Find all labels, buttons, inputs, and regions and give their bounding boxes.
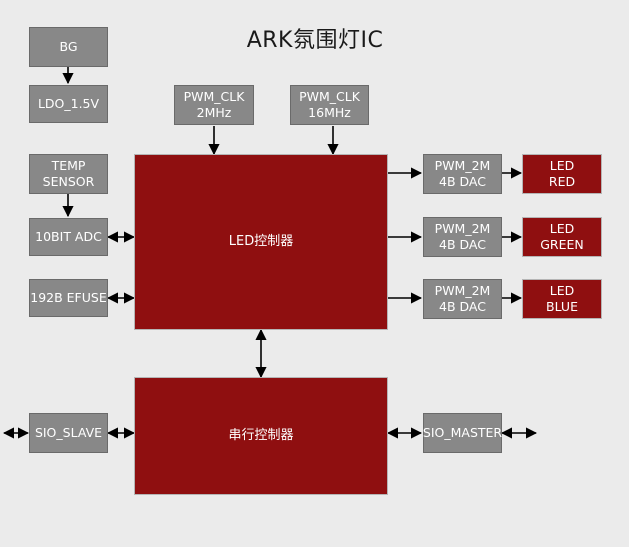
pwm-clk-2mhz-line1: PWM_CLK	[183, 89, 245, 104]
efuse-block: 192B EFUSE	[29, 279, 108, 317]
led-green-block: LED GREEN	[522, 217, 602, 257]
led-red-block: LED RED	[522, 154, 602, 194]
led-controller-label: LED控制器	[228, 234, 294, 249]
dac-red-line2: 4B DAC	[439, 174, 486, 189]
dac-green-line1: PWM_2M	[434, 221, 491, 236]
pwm-clk-2mhz-block: PWM_CLK 2MHz	[174, 85, 254, 125]
ldo-label: LDO_1.5V	[37, 96, 100, 111]
temp-sensor-block: TEMP SENSOR	[29, 154, 108, 194]
led-red-line1: LED	[549, 158, 575, 173]
adc-label: 10BIT ADC	[35, 229, 102, 244]
temp-sensor-line2: SENSOR	[42, 174, 95, 189]
adc-block: 10BIT ADC	[29, 218, 108, 256]
diagram-title: ARK氛围灯IC	[246, 28, 384, 53]
dac-blue-block: PWM_2M 4B DAC	[423, 279, 502, 319]
dac-green-block: PWM_2M 4B DAC	[423, 217, 502, 257]
pwm-clk-2mhz-line2: 2MHz	[196, 105, 232, 120]
pwm-clk-16mhz-block: PWM_CLK 16MHz	[290, 85, 369, 125]
sio-master-block: SIO_MASTER	[423, 413, 502, 453]
sio-master-label: SIO_MASTER	[422, 425, 503, 440]
pwm-clk-16mhz-line1: PWM_CLK	[299, 89, 360, 104]
dac-blue-line2: 4B DAC	[439, 299, 486, 314]
led-blue-line2: BLUE	[546, 299, 578, 314]
serial-controller-block: 串行控制器	[134, 377, 388, 495]
led-green-line1: LED	[549, 221, 575, 236]
dac-green-line2: 4B DAC	[439, 237, 486, 252]
bg-label: BG	[59, 39, 78, 54]
sio-slave-label: SIO_SLAVE	[34, 425, 103, 440]
pwm-clk-16mhz-line2: 16MHz	[308, 105, 351, 120]
led-blue-line1: LED	[549, 283, 575, 298]
sio-slave-block: SIO_SLAVE	[29, 413, 108, 453]
led-red-line2: RED	[548, 174, 576, 189]
led-controller-block: LED控制器	[134, 154, 388, 330]
temp-sensor-line1: TEMP	[51, 158, 86, 173]
serial-controller-label: 串行控制器	[228, 428, 294, 443]
bg-block: BG	[29, 27, 108, 67]
led-green-line2: GREEN	[540, 237, 584, 252]
dac-red-block: PWM_2M 4B DAC	[423, 154, 502, 194]
efuse-label: 192B EFUSE	[30, 290, 107, 305]
led-blue-block: LED BLUE	[522, 279, 602, 319]
ldo-block: LDO_1.5V	[29, 85, 108, 123]
dac-blue-line1: PWM_2M	[434, 283, 491, 298]
dac-red-line1: PWM_2M	[434, 158, 491, 173]
